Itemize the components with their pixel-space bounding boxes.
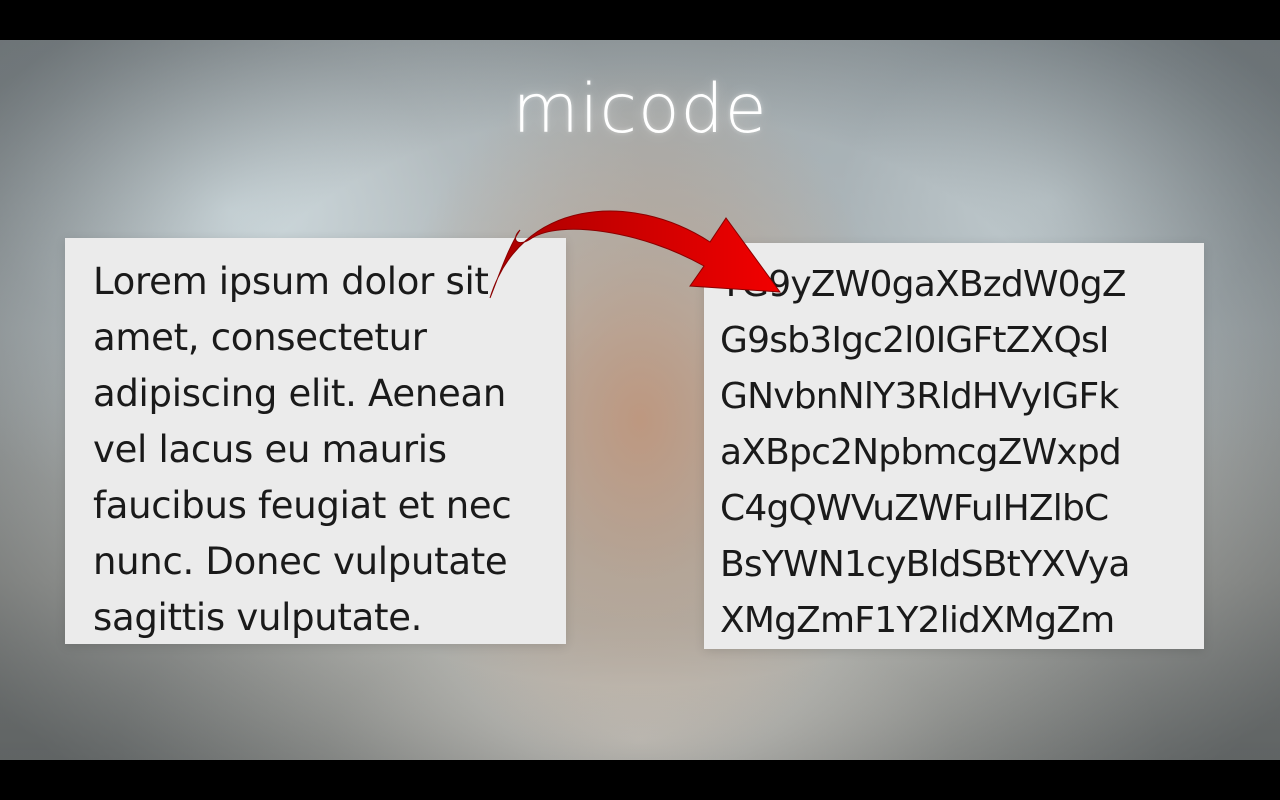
original-text-line: nunc. Donec vulputate xyxy=(93,540,508,583)
encoded-text-line: G9sb3Igc2l0IGFtZXQsI xyxy=(720,320,1110,361)
encoded-text-line: XMgZmF1Y2lidXMgZm xyxy=(720,600,1115,641)
letterbox-top xyxy=(0,0,1280,40)
original-text-line: sagittis vulputate. xyxy=(93,596,423,639)
video-frame: micode Lorem ipsum dolor sit amet, conse… xyxy=(0,40,1280,760)
original-text-line: vel lacus eu mauris xyxy=(93,428,447,471)
encoded-text-line: GNvbnNlY3RldHVyIGFk xyxy=(720,376,1119,417)
original-text-line: faucibus feugiat et nec xyxy=(93,484,512,527)
letterbox-bottom xyxy=(0,760,1280,800)
encoded-text-line: C4gQWVuZWFuIHZlbC xyxy=(720,488,1109,529)
curved-arrow-icon xyxy=(489,210,782,299)
original-text-card: Lorem ipsum dolor sit amet, consectetur … xyxy=(65,238,566,644)
original-text-line: Lorem ipsum dolor sit xyxy=(93,260,489,303)
encoded-text-line: TG9yZW0gaXBzdW0gZ xyxy=(720,264,1127,305)
channel-title: micode xyxy=(512,70,768,149)
original-text-line: amet, consectetur xyxy=(93,316,427,359)
encoded-text-line: aXBpc2NpbmcgZWxpd xyxy=(720,432,1122,473)
original-text-line: adipiscing elit. Aenean xyxy=(93,372,507,415)
encoded-text-line: BsYWN1cyBldSBtYXVya xyxy=(720,544,1130,585)
encoded-text-card: TG9yZW0gaXBzdW0gZ G9sb3Igc2l0IGFtZXQsI G… xyxy=(704,243,1204,649)
